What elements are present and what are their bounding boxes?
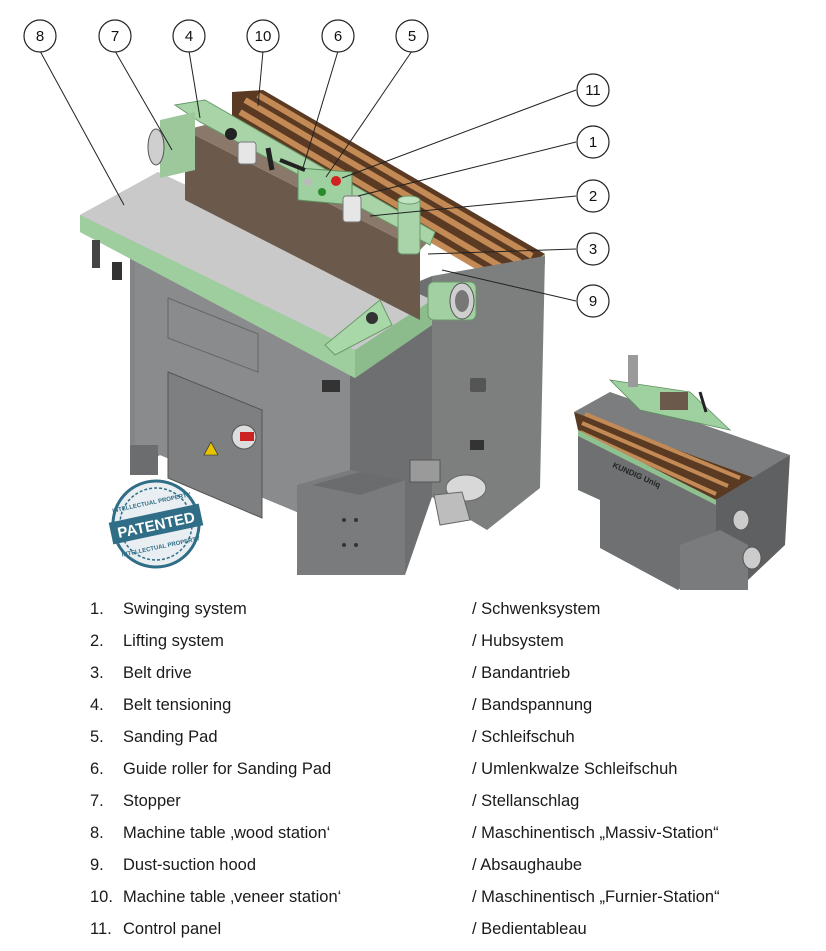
- legend-number: 1.: [90, 600, 104, 618]
- callout-5: 5: [395, 19, 429, 53]
- legend-number: 7.: [90, 792, 104, 810]
- leader-lines: [39, 50, 577, 302]
- svg-text:3: 3: [589, 241, 597, 258]
- legend-row: 6. Guide roller for Sanding Pad / Umlenk…: [0, 757, 826, 781]
- small-machine: KUNDIG Uniq: [574, 355, 790, 590]
- legend-english: Machine table ‚wood station‘: [123, 824, 331, 842]
- legend-row: 5. Sanding Pad / Schleifschuh: [0, 725, 826, 749]
- legend-number: 3.: [90, 664, 104, 682]
- legend-number: 2.: [90, 632, 104, 650]
- legend-english: Stopper: [123, 792, 181, 810]
- svg-text:11: 11: [585, 82, 601, 99]
- legend-german: / Maschinentisch „Massiv-Station“: [472, 824, 719, 842]
- callouts: 8 7 4 10 6 5 11 1: [23, 19, 610, 318]
- legend-row: 2. Lifting system / Hubsystem: [0, 629, 826, 653]
- legend-english: Sanding Pad: [123, 728, 218, 746]
- legend-english: Belt tensioning: [123, 696, 232, 714]
- legend-row: 8. Machine table ‚wood station‘ / Maschi…: [0, 821, 826, 845]
- legend-row: 4. Belt tensioning / Bandspannung: [0, 693, 826, 717]
- legend-german: / Absaughaube: [472, 856, 583, 874]
- callout-10: 10: [246, 19, 280, 53]
- svg-text:4: 4: [185, 28, 193, 45]
- legend-german: / Maschinentisch „Furnier-Station“: [472, 888, 720, 906]
- legend-german: / Stellanschlag: [472, 792, 580, 810]
- legend-row: 9. Dust-suction hood / Absaughaube: [0, 853, 826, 877]
- legend-german: / Bandantrieb: [472, 664, 571, 682]
- legend-number: 10.: [90, 888, 113, 906]
- callout-6: 6: [321, 19, 355, 53]
- legend: 1. Swinging system / Schwenksystem 2. Li…: [0, 590, 826, 951]
- legend-english: Machine table ‚veneer station‘: [123, 888, 342, 906]
- callout-7: 7: [98, 19, 132, 53]
- callout-2: 2: [576, 179, 610, 213]
- legend-row: 1. Swinging system / Schwenksystem: [0, 597, 826, 621]
- legend-number: 9.: [90, 856, 104, 874]
- callout-11: 11: [576, 73, 610, 107]
- legend-english: Control panel: [123, 920, 222, 938]
- legend-number: 8.: [90, 824, 104, 842]
- legend-number: 4.: [90, 696, 104, 714]
- legend-german: / Umlenkwalze Schleifschuh: [472, 760, 678, 778]
- legend-english: Dust-suction hood: [123, 856, 256, 874]
- svg-text:8: 8: [36, 28, 44, 45]
- legend-english: Swinging system: [123, 600, 247, 618]
- svg-text:2: 2: [589, 188, 597, 205]
- svg-text:1: 1: [589, 134, 597, 151]
- legend-row: 7. Stopper / Stellanschlag: [0, 789, 826, 813]
- machine-diagram: 8 7 4 10 6 5 11 1: [23, 19, 790, 590]
- legend-number: 5.: [90, 728, 104, 746]
- legend-row: 11. Control panel / Bedientableau: [0, 917, 826, 941]
- main-machine: [80, 90, 545, 575]
- svg-text:6: 6: [334, 28, 342, 45]
- svg-text:5: 5: [408, 28, 416, 45]
- callout-9: 9: [576, 284, 610, 318]
- legend-english: Belt drive: [123, 664, 192, 682]
- legend-german: / Bandspannung: [472, 696, 593, 714]
- callout-4: 4: [172, 19, 206, 53]
- legend-number: 11.: [90, 920, 112, 938]
- callout-3: 3: [576, 232, 610, 266]
- callout-1: 1: [576, 125, 610, 159]
- patented-seal: PATENTED INTELLECTUAL PROPERTY INTELLECT…: [108, 479, 204, 569]
- legend-german: / Schleifschuh: [472, 728, 575, 746]
- callout-8: 8: [23, 19, 57, 53]
- svg-text:7: 7: [111, 28, 119, 45]
- legend-number: 6.: [90, 760, 104, 778]
- legend-german: / Schwenksystem: [472, 600, 601, 618]
- svg-text:10: 10: [255, 28, 272, 45]
- legend-row: 10. Machine table ‚veneer station‘ / Mas…: [0, 885, 826, 909]
- legend-german: / Bedientableau: [472, 920, 587, 938]
- legend-row: 3. Belt drive / Bandantrieb: [0, 661, 826, 685]
- svg-text:9: 9: [589, 293, 597, 310]
- legend-english: Lifting system: [123, 632, 224, 650]
- legend-english: Guide roller for Sanding Pad: [123, 760, 332, 778]
- legend-german: / Hubsystem: [472, 632, 564, 650]
